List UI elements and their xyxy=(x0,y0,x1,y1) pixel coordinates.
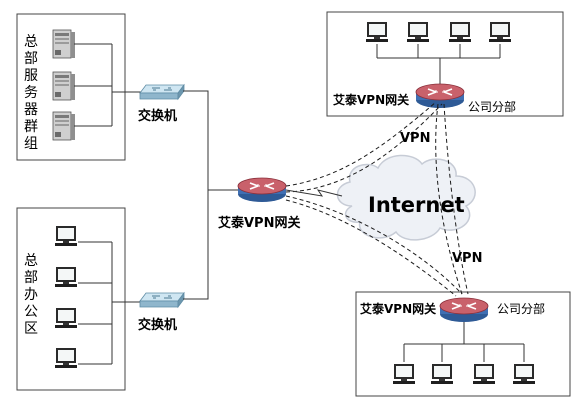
switch-icon xyxy=(139,292,185,308)
workstation-icon xyxy=(55,348,77,368)
router-icon xyxy=(415,83,465,109)
workstation-icon xyxy=(473,364,495,384)
workstation-icon xyxy=(513,364,535,384)
workstation-icon xyxy=(55,308,77,328)
server-icon xyxy=(52,71,76,101)
workstation-icon xyxy=(55,267,77,287)
internet-label: Internet xyxy=(368,193,465,217)
branch-bottom-gateway-label: 艾泰VPN网关 xyxy=(360,301,436,316)
server-icon xyxy=(52,29,76,59)
hq-office: 总 部 办 公 区 xyxy=(16,207,142,391)
switch-top-label: 交换机 xyxy=(138,108,177,124)
branch-top: 艾泰VPN网关 公司分部 xyxy=(326,11,564,117)
vpn-label-top: VPN xyxy=(400,131,430,146)
workstation-icon xyxy=(407,22,429,42)
hq-server-group-label: 总 部 服 务 器 群 组 xyxy=(24,34,42,152)
hq-gateway: 艾泰VPN网关 xyxy=(218,177,300,231)
switch-bottom-label: 交换机 xyxy=(138,317,177,333)
vpn-tunnels xyxy=(285,101,469,297)
server-icon xyxy=(52,111,76,141)
router-icon xyxy=(439,297,489,323)
branch-top-label: 公司分部 xyxy=(468,99,516,114)
workstation-icon xyxy=(449,22,471,42)
workstation-icon xyxy=(431,364,453,384)
workstation-icon xyxy=(489,22,511,42)
branch-bottom: 艾泰VPN网关 公司分部 xyxy=(355,291,571,397)
vpn-label-bottom: VPN xyxy=(452,251,482,266)
switch-bottom: 交换机 xyxy=(138,292,185,333)
workstation-icon xyxy=(366,22,388,42)
hq-gateway-label: 艾泰VPN网关 xyxy=(218,215,300,231)
workstation-icon xyxy=(55,226,77,246)
internet-cloud: Internet xyxy=(336,154,476,241)
switch-icon xyxy=(139,84,185,100)
branch-top-gateway-label: 艾泰VPN网关 xyxy=(333,92,409,107)
switch-top: 交换机 xyxy=(138,84,185,124)
router-icon xyxy=(237,177,287,203)
branch-bottom-label: 公司分部 xyxy=(497,301,545,316)
hq-office-label: 总 部 办 公 区 xyxy=(24,253,42,337)
hq-server-group: 总 部 服 务 器 群 组 xyxy=(16,13,142,161)
workstation-icon xyxy=(393,364,415,384)
